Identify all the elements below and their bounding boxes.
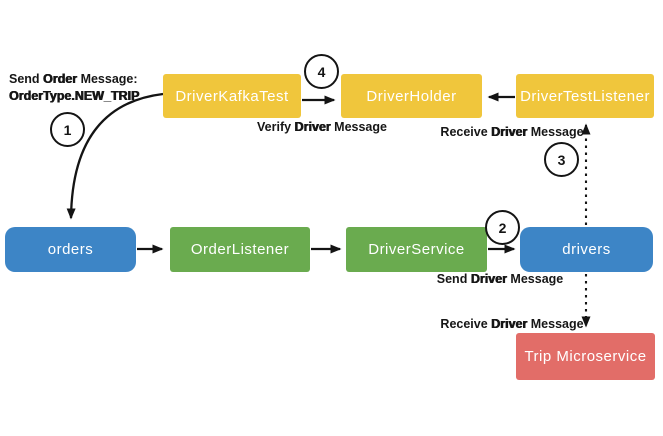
annotation-text: Message	[527, 317, 584, 331]
annotation-order-type: OrderType.NEW_TRIP	[9, 89, 140, 103]
node-driver-holder: DriverHolder	[341, 74, 482, 118]
annotation-text: Message	[330, 120, 387, 134]
step-marker-1: 1	[50, 112, 85, 147]
annotation-text: Receive	[440, 125, 492, 139]
annotation-text-em: Driver	[491, 125, 528, 139]
node-trip-microservice: Trip Microservice	[516, 333, 655, 380]
annotation-text: Message	[527, 125, 584, 139]
annotation-text-em: Order	[43, 72, 78, 86]
annotation-text: Message	[506, 272, 564, 286]
annotation-receive-driver-message-top: Receive Driver Message	[438, 124, 586, 141]
annotation-text-em: Driver	[294, 120, 331, 134]
annotation-receive-driver-message-bottom: Receive Driver Message	[438, 316, 586, 333]
annotation-text-em: Driver	[470, 272, 507, 286]
node-driver-kafka-test: DriverKafkaTest	[163, 74, 301, 118]
step-marker-3: 3	[544, 142, 579, 177]
annotation-send-order-message: Send Order Message: OrderType.NEW_TRIP	[9, 71, 139, 105]
step-marker-2: 2	[485, 210, 520, 245]
arrow-send-order-message	[66, 92, 164, 220]
step-marker-4: 4	[304, 54, 339, 89]
annotation-text: Message:	[77, 72, 138, 86]
annotation-verify-driver-message: Verify Driver Message	[252, 119, 392, 136]
node-orders-topic: orders	[5, 227, 136, 272]
annotation-text: Send	[436, 272, 471, 286]
annotation-text-em: Driver	[491, 317, 528, 331]
annotation-text: Verify	[257, 120, 295, 134]
node-driver-service: DriverService	[346, 227, 487, 272]
node-driver-test-listener: DriverTestListener	[516, 74, 654, 118]
annotation-send-driver-message: Send Driver Message	[430, 271, 570, 288]
node-order-listener: OrderListener	[170, 227, 310, 272]
annotation-text: Receive	[440, 317, 492, 331]
annotation-text: Send	[9, 72, 44, 86]
node-drivers-topic: drivers	[520, 227, 653, 272]
